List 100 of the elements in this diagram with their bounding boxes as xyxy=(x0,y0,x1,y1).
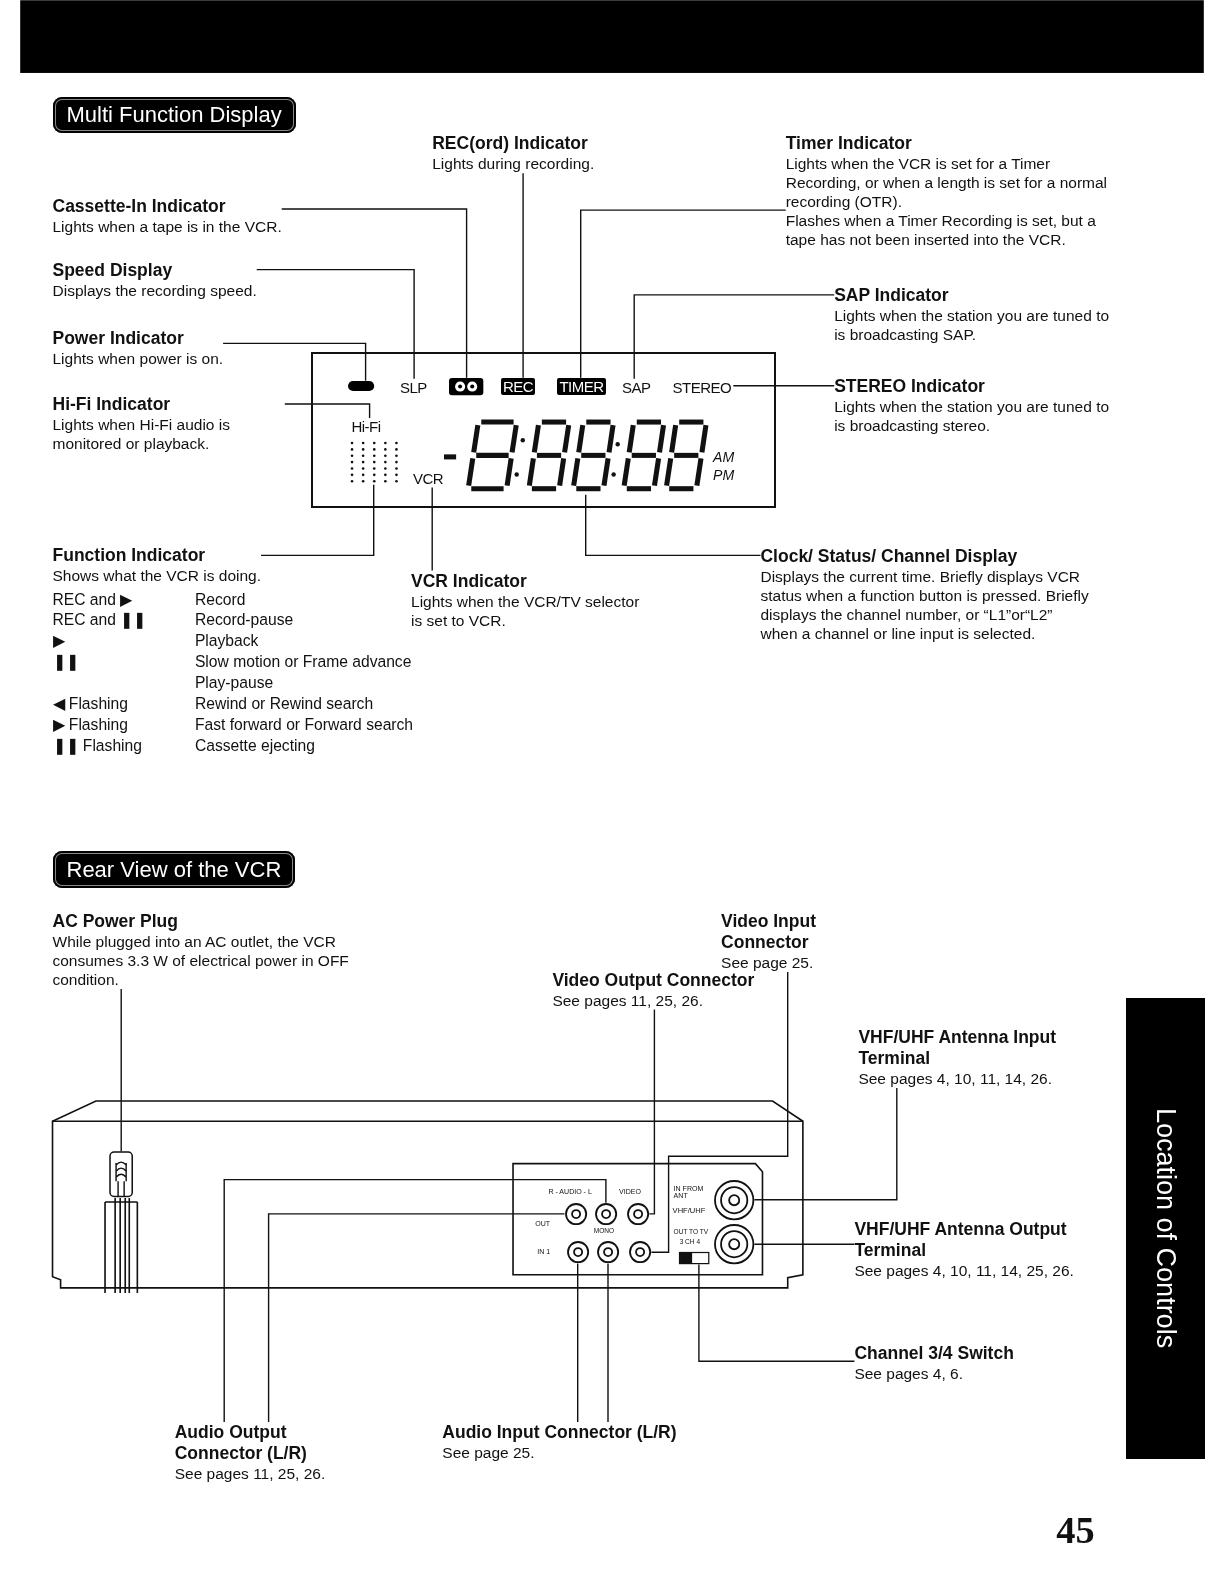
function-description: Record-pause xyxy=(194,611,294,629)
leader-line xyxy=(281,208,468,379)
indicator-label: TIMER xyxy=(557,377,606,395)
rca-jack xyxy=(564,1202,587,1225)
callout-text: Lights when Hi-Fi audio is monitored or playback. xyxy=(52,414,231,453)
power-indicator-icon xyxy=(348,380,375,391)
callout-text: See pages 11, 25, 26. xyxy=(552,990,704,1010)
cassette-icon xyxy=(449,377,484,395)
callout-heading: REC(ord) Indicator xyxy=(432,133,589,155)
rca-jack xyxy=(594,1202,618,1225)
callout-text: See pages 4, 10, 11, 14, 25, 26. xyxy=(854,1260,1075,1280)
leader-line xyxy=(648,1008,656,1215)
function-symbol: ▶ xyxy=(52,632,65,650)
power-plug-icon xyxy=(109,1151,134,1198)
leader-line xyxy=(431,486,433,572)
page-number: 45 xyxy=(1056,1508,1095,1551)
leader-line xyxy=(260,484,375,557)
callout-text: Lights when a tape is in the VCR. xyxy=(52,216,282,236)
callout-text: Shows what the VCR is doing. xyxy=(52,566,261,586)
callout-heading: Audio Output Connector (L/R) xyxy=(174,1421,308,1464)
function-description: Playback xyxy=(194,632,259,650)
callout-heading: Audio Input Connector (L/R) xyxy=(442,1421,677,1443)
callout-text: Lights during recording. xyxy=(432,154,595,174)
leader-line xyxy=(580,209,787,379)
indicator-label: AM xyxy=(713,450,735,466)
leader-line xyxy=(633,294,835,380)
leader-line xyxy=(698,1263,856,1362)
leader-line xyxy=(223,1178,607,1423)
section-heading: Multi Function Display xyxy=(52,96,296,134)
callout-text: Lights when the VCR is set for a Timer Recording, or when a length is set for a normal recording (OTR). xyxy=(785,154,1109,212)
function-description: Slow motion or Frame advance xyxy=(194,653,412,671)
callout-text: Lights when the VCR/TV selector is set to VCR. xyxy=(411,591,641,630)
callout-text: See pages 4, 10, 11, 14, 26. xyxy=(858,1069,1054,1089)
function-symbol: REC and ❚❚ xyxy=(52,611,147,629)
callout-heading: Function Indicator xyxy=(52,545,207,567)
indicator-label: VCR xyxy=(411,469,446,488)
display-panel xyxy=(311,352,776,508)
rca-jack xyxy=(627,1202,650,1225)
callout-text: See page 25. xyxy=(442,1442,536,1462)
function-description: Fast forward or Forward search xyxy=(194,716,414,734)
leader-line xyxy=(120,988,122,1152)
leader-line xyxy=(284,403,371,419)
function-description: Cassette ejecting xyxy=(194,737,315,755)
callout-heading: Hi-Fi Indicator xyxy=(52,393,172,415)
function-description: Rewind or Rewind search xyxy=(194,694,374,712)
callout-text: See page 25. xyxy=(721,952,815,972)
callout-heading: Channel 3/4 Switch xyxy=(854,1343,1014,1365)
callout-heading: VHF/UHF Antenna Output Terminal xyxy=(854,1218,1068,1261)
side-tab: Location of Controls xyxy=(1126,997,1205,1460)
function-symbol: REC and ▶ xyxy=(52,590,133,608)
leader-line xyxy=(522,172,524,379)
callout-heading: Power Indicator xyxy=(52,328,185,350)
callout-text: Lights when power is on. xyxy=(52,349,224,369)
leader-line xyxy=(577,1262,579,1423)
rca-jack xyxy=(566,1241,589,1264)
function-description: Record xyxy=(194,590,246,608)
callout-heading: STEREO Indicator xyxy=(834,375,986,397)
callout-text: See pages 11, 25, 26. xyxy=(174,1463,327,1483)
callout-text: Flashes when a Timer Recording is set, but a tape has not been inserted into the VCR. xyxy=(785,211,1097,250)
callout-text: While plugged into an AC outlet, the VCR consumes 3.3 W of electrical power in OFF condition. xyxy=(52,931,350,989)
slide-switch xyxy=(678,1252,709,1265)
callout-heading: SAP Indicator xyxy=(834,284,950,306)
callout-text: Displays the recording speed. xyxy=(52,280,257,300)
callout-text: Displays the current time. Briefly displays VCR status when a function button is pressed. Briefly displays the channel number, or “L1”or“L2” when a channel or line input is selected. xyxy=(760,567,1090,644)
leader-line xyxy=(256,268,415,380)
callout-heading: VHF/UHF Antenna Input Terminal xyxy=(858,1027,1058,1070)
antenna-terminal xyxy=(714,1179,755,1220)
callout-heading: Speed Display xyxy=(52,259,174,281)
callout-heading: Clock/ Status/ Channel Display xyxy=(760,546,1019,568)
indicator-label: Hi-Fi xyxy=(349,418,383,437)
indicator-label: SLP xyxy=(397,378,429,397)
rca-jack xyxy=(596,1241,620,1264)
dot-matrix-icon xyxy=(349,440,400,485)
antenna-terminal xyxy=(714,1224,755,1265)
leader-line xyxy=(607,1262,609,1423)
section-heading: Rear View of the VCR xyxy=(52,851,296,888)
callout-heading: Video Output Connector xyxy=(552,969,755,991)
function-symbol: ❚❚ xyxy=(52,653,79,671)
indicator-label: STEREO xyxy=(670,378,734,397)
indicator-label: REC xyxy=(500,377,536,395)
rca-jack xyxy=(629,1241,652,1264)
function-symbol: ◀ Flashing xyxy=(52,694,128,712)
callout-heading: Cassette-In Indicator xyxy=(52,195,227,217)
callout-heading: VCR Indicator xyxy=(411,570,528,592)
indicator-label: PM xyxy=(713,467,735,484)
callout-heading: AC Power Plug xyxy=(52,910,179,932)
leader-line xyxy=(650,971,789,1253)
leader-line xyxy=(222,342,367,382)
function-symbol: ❚❚ Flashing xyxy=(52,737,142,755)
callout-text: Lights when the station you are tuned to is broadcasting stereo. xyxy=(834,396,1111,435)
function-symbol: ▶ Flashing xyxy=(52,716,128,734)
leader-line xyxy=(753,1243,856,1245)
callout-heading: Video Input Connector xyxy=(721,910,817,953)
leader-line xyxy=(732,385,835,387)
leader-line xyxy=(585,494,762,557)
callout-text: Lights when the station you are tuned to is broadcasting SAP. xyxy=(834,305,1111,344)
indicator-label: SAP xyxy=(620,378,653,397)
leader-line xyxy=(267,1213,566,1423)
callout-text: See pages 4, 6. xyxy=(854,1364,964,1384)
function-description: Play-pause xyxy=(194,673,274,691)
